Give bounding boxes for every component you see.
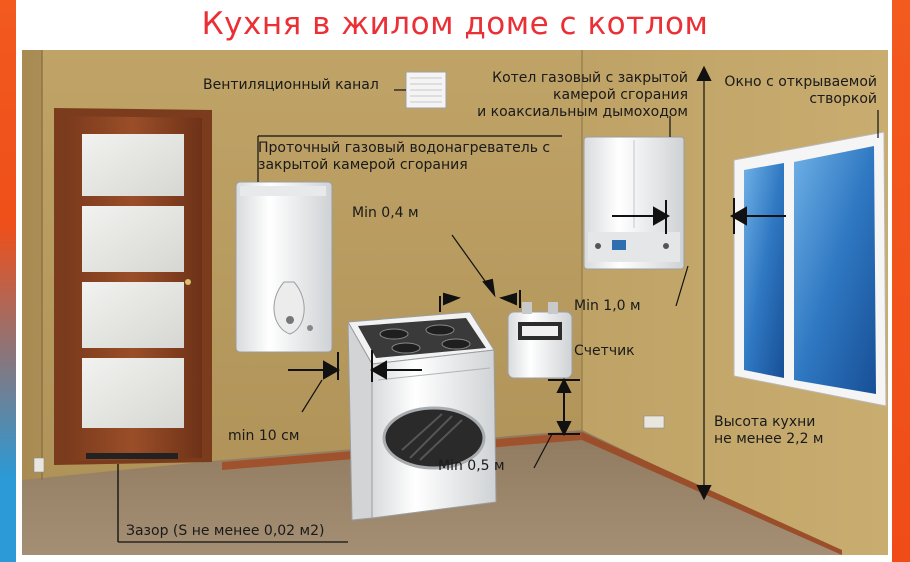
label-water-heater: Проточный газовый водонагреватель с закр… [258,140,550,174]
label-window: Окно с открываемой створкой [682,74,877,108]
left-edge-stripe [0,0,16,562]
label-boiler-line3: и коаксиальным дымоходом [477,104,688,120]
label-min-0-4: Min 0,4 м [352,205,419,221]
right-edge-stripe [892,0,910,562]
baseboard-right [582,432,842,555]
label-kitchen-height-line2: не менее 2,2 м [714,431,824,447]
label-door-gap: Зазор (S не менее 0,02 м2) [126,523,325,539]
kitchen-illustration [22,50,888,555]
window [733,131,887,407]
label-window-line1: Окно с открываемой [724,74,877,90]
label-boiler-line2: камерой сгорания [553,87,688,103]
label-water-heater-line1: Проточный газовый водонагреватель с [258,140,551,156]
door [54,108,212,465]
label-window-line2: створкой [809,91,877,107]
label-water-heater-line2: закрытой камерой сгорания [258,157,468,173]
label-kitchen-height: Высота кухни не менее 2,2 м [714,414,824,448]
dimension-marks [117,65,879,543]
page-title: Кухня в жилом доме с котлом [201,6,709,42]
boiler [583,136,685,270]
gas-meter [507,302,573,379]
label-min-10-cm: min 10 см [228,428,300,444]
water-heater [235,181,333,353]
wall-socket [643,415,665,429]
kitchen-scene: Вентиляционный канал Котел газовый с зак… [22,50,888,555]
label-kitchen-height-line1: Высота кухни [714,414,816,430]
label-boiler: Котел газовый с закрытой камерой сгорани… [432,70,688,121]
label-vent-channel: Вентиляционный канал [203,77,379,93]
label-meter: Счетчик [574,343,635,359]
gas-stove [347,311,497,521]
vent-grill [405,71,447,109]
label-min-0-5: Min 0,5 м [438,458,505,474]
label-min-1-0: Min 1,0 м [574,298,641,314]
label-boiler-line1: Котел газовый с закрытой [492,70,688,86]
